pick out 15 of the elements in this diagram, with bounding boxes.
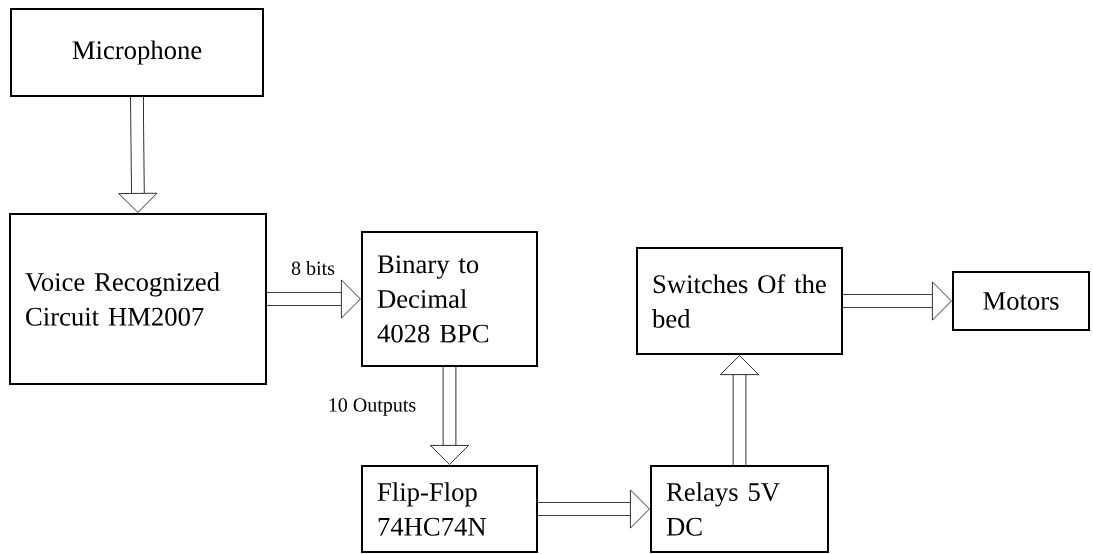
block-arrow xyxy=(267,279,361,319)
edge-label: 10 Outputs xyxy=(326,396,418,418)
block-box: Binary to Decimal 4028 BPC xyxy=(361,231,538,367)
block-box: Voice Recognized Circuit HM2007 xyxy=(9,213,267,385)
block-arrow xyxy=(118,96,158,213)
block-box: Relays 5V DC xyxy=(650,465,829,553)
edge-label: 8 bits xyxy=(289,259,337,277)
block-arrow xyxy=(720,355,759,465)
block-arrow xyxy=(538,489,650,529)
block-box: Switches Of the bed xyxy=(636,247,843,355)
block-box: Flip-Flop 74HC74N xyxy=(361,465,538,553)
block-arrow xyxy=(430,367,469,465)
block-box: Motors xyxy=(952,271,1090,331)
block-box: Microphone xyxy=(10,8,264,97)
block-arrow xyxy=(843,281,952,321)
